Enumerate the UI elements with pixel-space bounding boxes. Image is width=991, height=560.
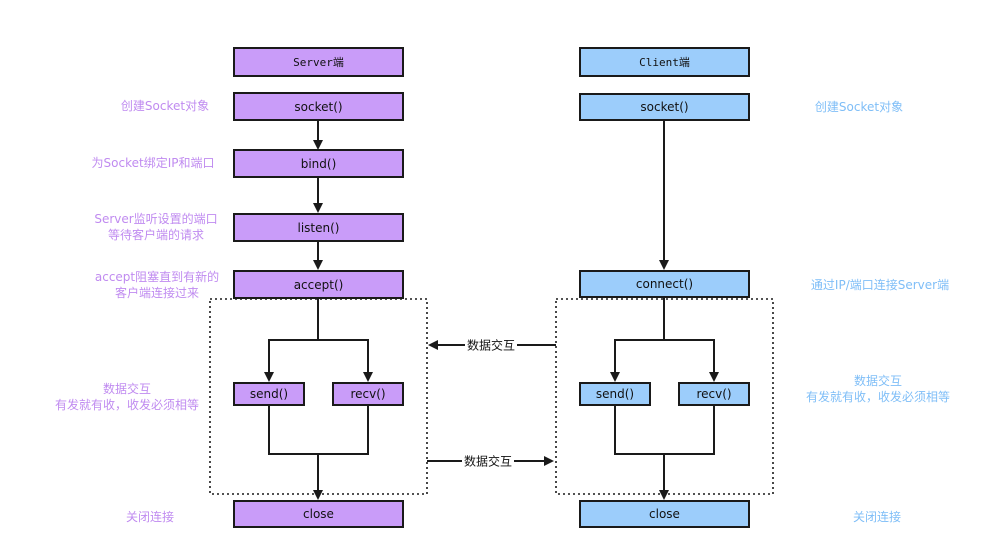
arrow-connect-to-recv	[664, 339, 719, 382]
client-connect-box: connect()	[579, 270, 750, 298]
server-note-listen-line2: 等待客户端的请求	[107, 228, 205, 242]
client-close-box: close	[579, 500, 750, 528]
server-bind-box: bind()	[233, 149, 404, 178]
server-note-accept-line2: 客户端连接过来	[114, 286, 200, 300]
client-note-exchange: 数据交互 有发就有收，收发必须相等	[806, 373, 950, 405]
client-exchange-region	[555, 298, 774, 495]
client-note-exchange-line2: 有发就有收，收发必须相等	[805, 390, 951, 404]
server-note-accept-line1: accept阻塞直到有新的	[94, 270, 220, 284]
server-exchange-region	[209, 298, 428, 495]
exchange-label-bottom: 数据交互	[461, 452, 515, 470]
client-note-close: 关闭连接	[852, 510, 902, 524]
server-recv-box: recv()	[332, 382, 404, 406]
server-note-listen: Server监听设置的端口 等待客户端的请求	[94, 211, 217, 243]
merge-send-recv-client	[614, 406, 715, 455]
server-note-create: 创建Socket对象	[120, 99, 210, 113]
server-send-box: send()	[233, 382, 305, 406]
server-note-listen-line1: Server监听设置的端口	[94, 212, 218, 226]
arrow-accept-to-recv	[318, 339, 373, 382]
server-close-box: close	[233, 500, 404, 528]
client-header: Client端	[579, 47, 750, 77]
client-note-exchange-line1: 数据交互	[853, 374, 903, 388]
arrow-accept-to-send	[264, 299, 319, 382]
arrow-connect-to-send	[610, 298, 665, 382]
client-recv-box: recv()	[678, 382, 750, 406]
server-note-exchange: 数据交互 有发就有收，收发必须相等	[55, 381, 199, 413]
server-note-exchange-line1: 数据交互	[102, 382, 152, 396]
merge-send-recv-server	[268, 406, 369, 455]
server-header: Server端	[233, 47, 404, 77]
client-note-connect: 通过IP/端口连接Server端	[810, 278, 950, 292]
server-note-close: 关闭连接	[125, 510, 175, 524]
server-accept-box: accept()	[233, 270, 404, 299]
client-note-create: 创建Socket对象	[814, 100, 904, 114]
exchange-label-top: 数据交互	[464, 336, 518, 354]
server-socket-box: socket()	[233, 92, 404, 121]
server-note-accept: accept阻塞直到有新的 客户端连接过来	[95, 269, 219, 301]
server-listen-box: listen()	[233, 213, 404, 242]
server-note-bind: 为Socket绑定IP和端口	[91, 156, 215, 170]
client-send-box: send()	[579, 382, 651, 406]
client-socket-box: socket()	[579, 93, 750, 121]
server-note-exchange-line2: 有发就有收，收发必须相等	[54, 398, 200, 412]
